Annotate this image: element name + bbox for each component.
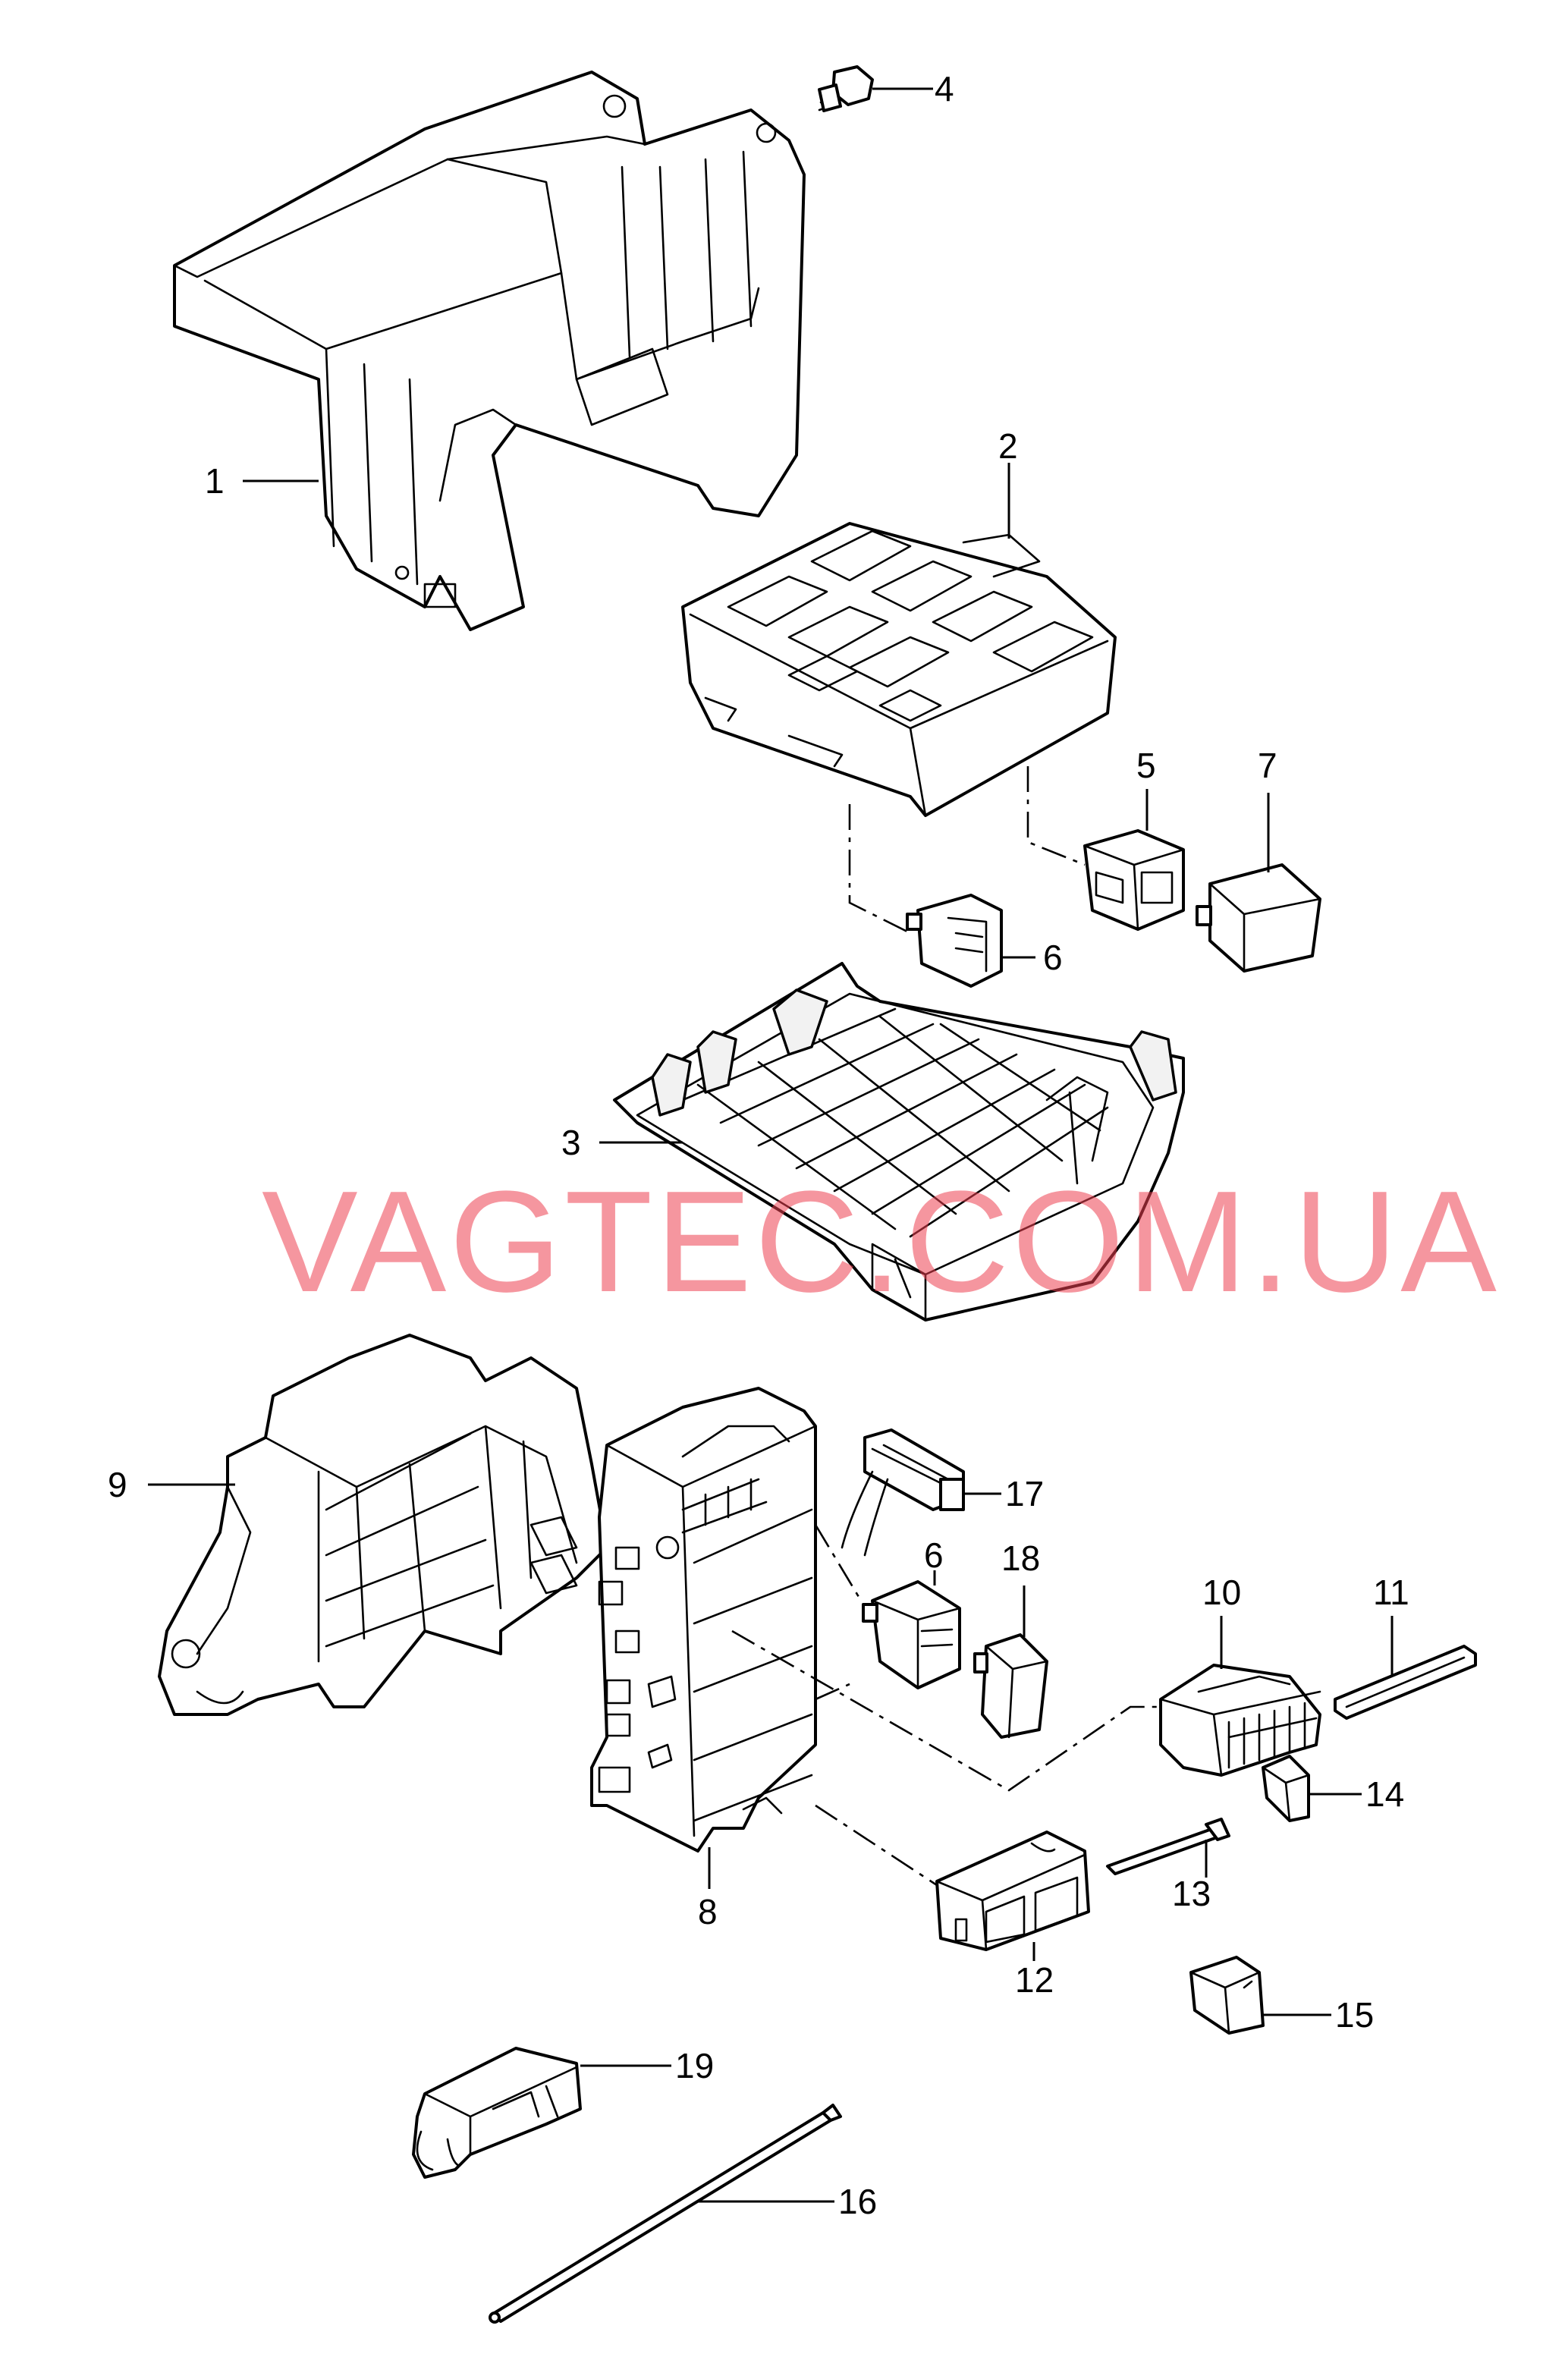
callout-1: 1 [205,461,225,501]
part-18-relay: 18 [973,1538,1048,1739]
part-19-holder: 19 [412,2046,714,2179]
callout-12: 12 [1015,1960,1054,2000]
part-12-connector-block: 12 [935,1831,1090,2000]
assembly-line [814,1524,863,1601]
part-16-rod: 16 [489,2104,877,2324]
part-5-relay-socket: 5 [1083,746,1185,931]
part-9-holder: 9 [108,1334,608,1716]
assembly-line [731,1629,1161,1792]
callout-8: 8 [698,1892,718,1931]
assembly-line [848,804,911,935]
callout-11: 11 [1373,1573,1409,1612]
part-10-carrier: 10 [1159,1573,1321,1777]
callout-5: 5 [1136,746,1156,785]
callout-4: 4 [935,69,954,108]
part-11-strip: 11 [1334,1573,1477,1720]
callout-9: 9 [108,1465,127,1504]
part-2-relay-carrier: 2 [681,426,1117,817]
part-6-connector-lower: 6 [862,1535,961,1689]
part-8-fuse-box: 8 [590,1387,817,1931]
callout-18: 18 [1001,1538,1040,1578]
callout-16: 16 [838,2182,877,2221]
part-13-strip: 13 [1106,1818,1230,1913]
watermark: VAGTEC.COM.UA [262,1161,1500,1322]
callout-19: 19 [675,2046,714,2085]
callout-6-lower: 6 [924,1535,944,1575]
part-1-bracket: 1 [173,71,806,631]
callout-14: 14 [1365,1774,1404,1814]
assembly-line [1026,766,1086,866]
callout-6-upper: 6 [1043,938,1063,977]
part-6-connector-upper: 6 [906,894,1063,988]
callout-3: 3 [561,1123,581,1162]
callout-10: 10 [1202,1573,1241,1612]
part-7-relay: 7 [1196,746,1321,973]
part-4-bolt: 4 [818,65,954,112]
part-14-clip: 14 [1262,1755,1404,1822]
part-3-cover: 3 [561,962,1185,1321]
assembly-line [815,1683,850,1701]
callout-7: 7 [1258,746,1277,785]
assembly-line [815,1804,938,1887]
part-17-connector: 17 [841,1428,1044,1557]
callout-2: 2 [998,426,1018,466]
callout-17: 17 [1005,1474,1044,1513]
callout-15: 15 [1335,1995,1374,2035]
part-15-clip: 15 [1189,1956,1374,2035]
callout-13: 13 [1172,1874,1211,1913]
